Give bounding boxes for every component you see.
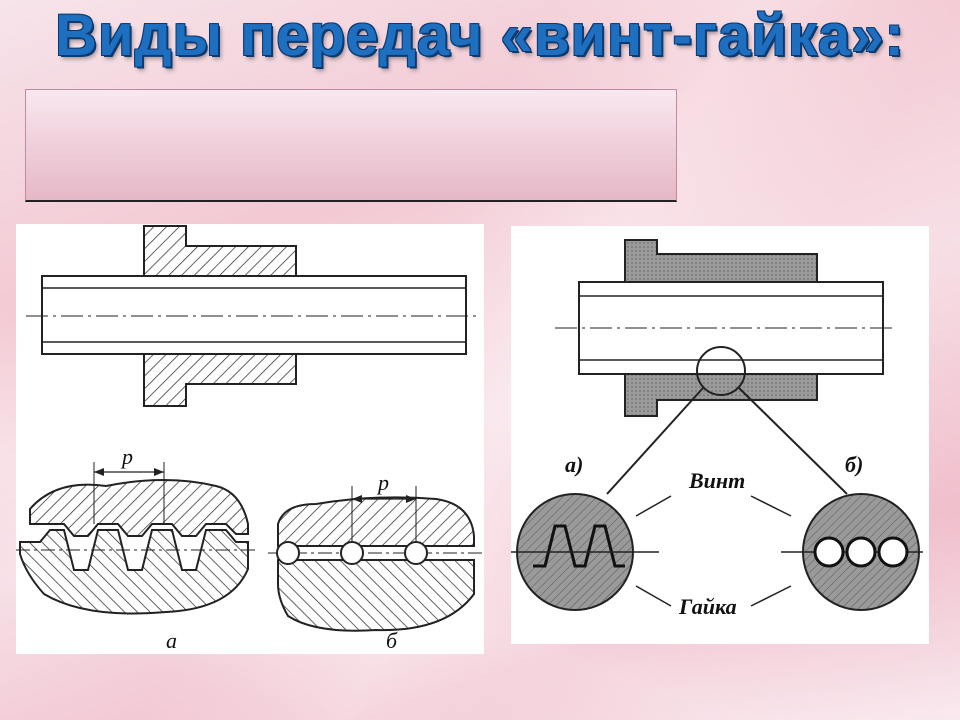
pitch-label-b: p xyxy=(376,470,389,495)
right-diagram-panel: а) б) Винт Гайка xyxy=(511,226,929,644)
label-nut: Гайка xyxy=(678,594,737,619)
ball xyxy=(845,536,877,568)
ball xyxy=(340,541,364,565)
slide-title: Виды передач «винт-гайка»: xyxy=(55,3,905,68)
magnified-sliding-thread xyxy=(511,493,659,611)
ball xyxy=(276,541,300,565)
left-diagram-panel: p а p б xyxy=(16,224,484,654)
ball xyxy=(813,536,845,568)
screw-nut-assembly-diagram: а) б) Винт Гайка xyxy=(511,239,923,619)
screw-shaft xyxy=(26,275,476,355)
magnified-ball-thread xyxy=(781,493,923,611)
caption-a: а xyxy=(166,628,177,653)
subtitle-box[interactable] xyxy=(25,89,677,202)
screw-nut-section-diagram: p а p б xyxy=(16,225,484,653)
sliding-thread-detail: p а xyxy=(16,444,256,653)
nut-upper-section xyxy=(143,225,297,277)
label-variant-a: а) xyxy=(565,452,583,477)
pitch-label-a: p xyxy=(120,444,133,469)
caption-b: б xyxy=(386,628,398,653)
nut-upper-section xyxy=(624,239,818,283)
label-variant-b: б) xyxy=(845,452,863,477)
ball-screw-detail: p б xyxy=(268,470,484,653)
label-screw: Винт xyxy=(688,468,745,493)
ball xyxy=(404,541,428,565)
detail-marker-circle xyxy=(696,346,746,396)
screw-shaft xyxy=(555,281,895,375)
ball xyxy=(877,536,909,568)
nut-lower-section xyxy=(143,353,297,407)
